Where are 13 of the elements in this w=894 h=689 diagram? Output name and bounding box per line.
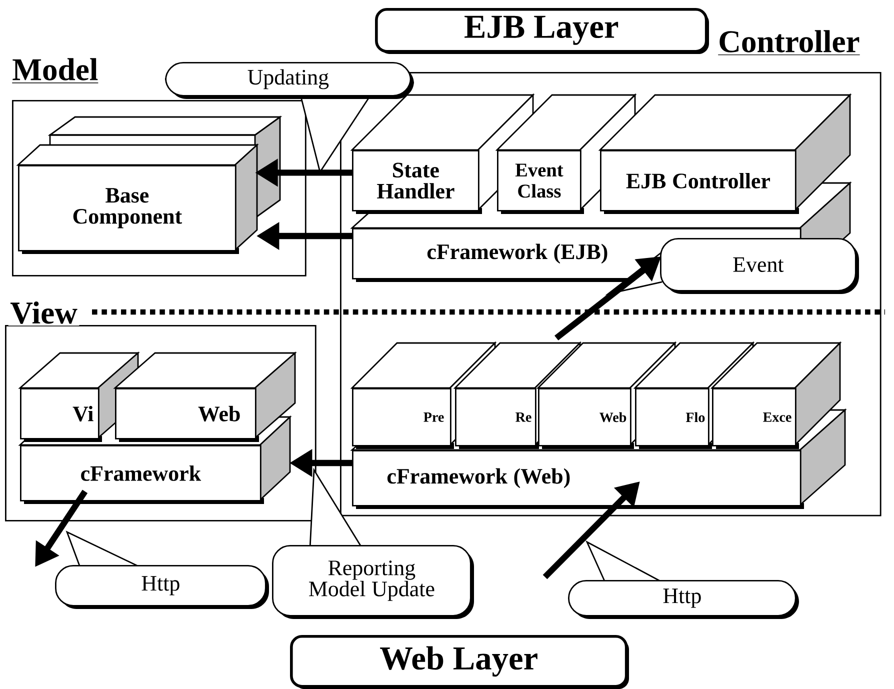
region-heading: View [8, 300, 80, 326]
node-label: Exce [763, 412, 792, 422]
node-label: Web [600, 412, 626, 422]
node-label: Re [516, 412, 532, 422]
region-heading: Controller [716, 28, 862, 58]
layer-box: EJB Layer [375, 8, 709, 54]
node-label: Flo [686, 412, 705, 422]
callout-bubble: Http [568, 540, 799, 619]
node-label: cFramework (EJB) [427, 244, 608, 264]
node-label: Pre [424, 412, 444, 422]
callout-bubble: Http [55, 530, 269, 609]
region-heading: Model [10, 56, 100, 86]
layer-box: Web Layer [290, 635, 629, 689]
